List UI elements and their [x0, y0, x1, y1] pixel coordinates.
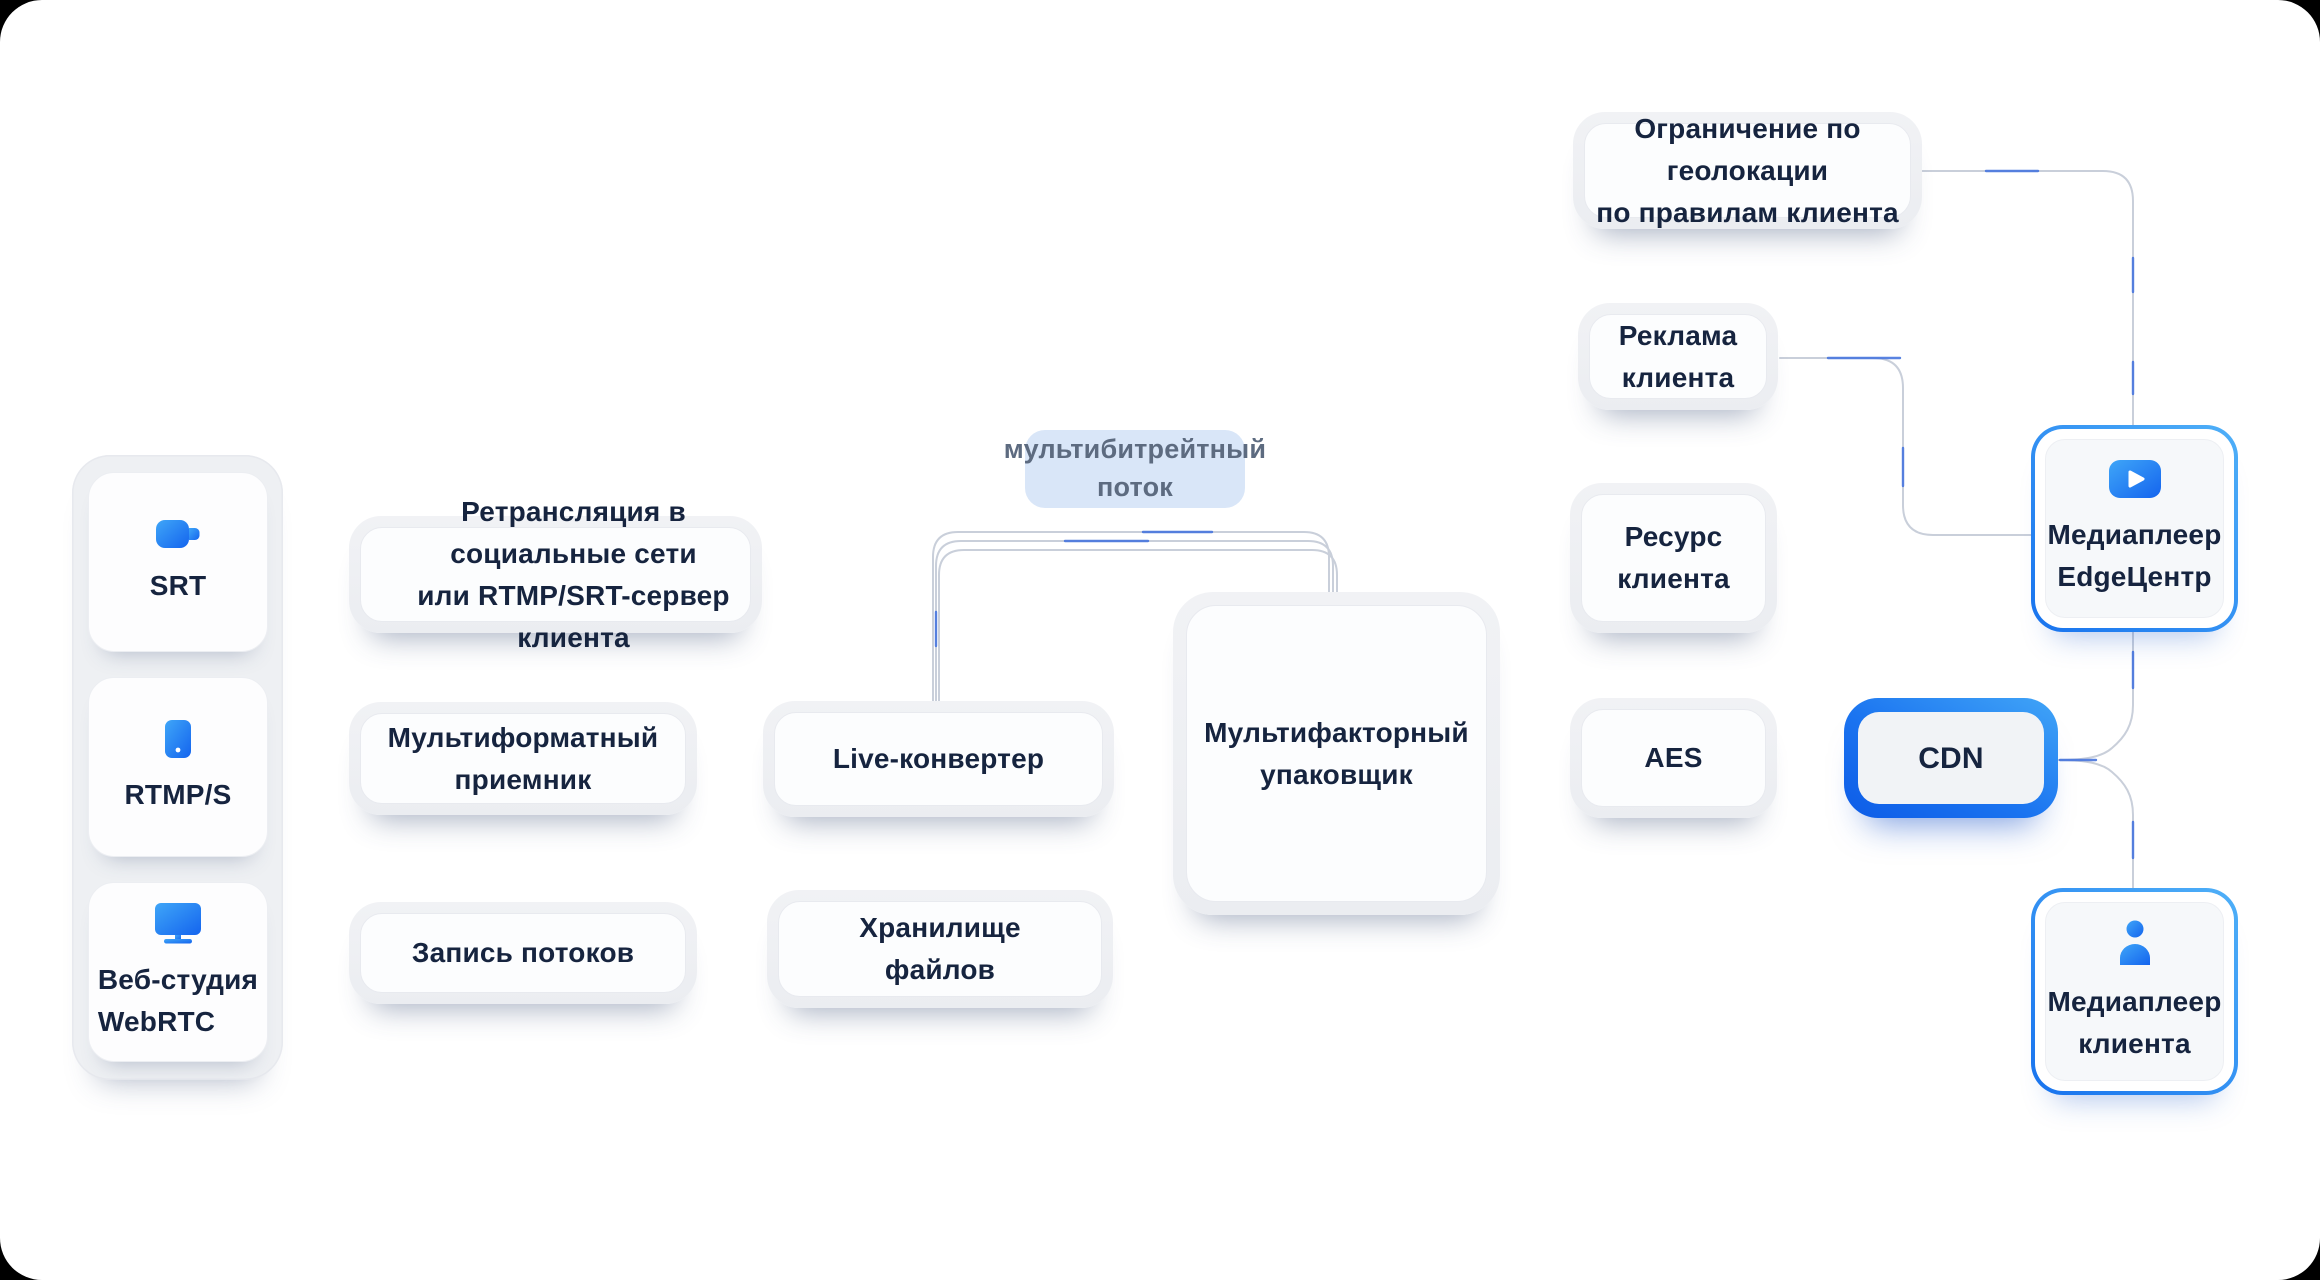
node-cdn-label: CDN: [1918, 741, 1984, 775]
node-geo-label: Ограничение по геолокации по правилам кл…: [1596, 112, 1899, 228]
play-button-icon: [2108, 459, 2161, 498]
node-resource-label: Ресурс клиента: [1617, 521, 1730, 594]
node-webrtc-label: Веб-студия WebRTC: [97, 963, 259, 1037]
node-aes: AES: [1570, 698, 1777, 818]
connector-geo-playeredge: [1921, 170, 2134, 426]
node-record: Запись потоков: [349, 902, 697, 1004]
node-ads-label: Реклама клиента: [1618, 319, 1738, 393]
node-player-client: Медиаплеер клиента: [2031, 888, 2238, 1095]
node-record-label: Запись потоков: [411, 937, 635, 968]
node-packer-label: Мультифакторный упаковщик: [1204, 716, 1469, 790]
node-liveconv-label: Live-конвертер: [832, 743, 1045, 774]
connector-liveconv-packer-curve-3: [938, 549, 1338, 702]
multibitrate-badge: мультибитрейтный поток: [1004, 430, 1266, 508]
node-aes-label: AES: [1644, 742, 1703, 773]
connector-cdn-playeredge: [2057, 631, 2134, 761]
multibitrate-badge-label: мультибитрейтный поток: [1003, 434, 1267, 502]
node-rtmps-label: RTMP/S: [124, 778, 232, 810]
node-rtmps: RTMP/S: [88, 677, 268, 857]
node-receiver: Мультиформатный приемник: [349, 702, 697, 815]
node-srt-label: SRT: [149, 569, 207, 601]
node-storage: Хранилище файлов: [767, 890, 1113, 1008]
source-group: SRT RTMP/S Веб-студия WebRTC: [72, 455, 283, 1080]
node-relay: Ретрансляция в социальные сети или RTMP/…: [349, 496, 762, 653]
node-liveconv: Live-конвертер: [763, 701, 1114, 817]
node-packer: Мультифакторный упаковщик: [1173, 592, 1500, 915]
node-relay-label: Ретрансляция в социальные сети или RTMP/…: [417, 495, 730, 653]
smartphone-icon: [164, 719, 192, 759]
node-storage-label: Хранилище файлов: [859, 912, 1021, 985]
node-resource: Ресурс клиента: [1570, 483, 1777, 633]
node-receiver-label: Мультиформатный приемник: [387, 721, 659, 795]
node-player-edge-label: Медиаплеер EdgeЦентр: [2047, 518, 2222, 592]
node-ads: Реклама клиента: [1578, 303, 1778, 410]
video-camera-icon: [155, 518, 201, 550]
person-icon: [2113, 919, 2157, 965]
node-cdn: CDN: [1844, 698, 2058, 818]
monitor-icon: [154, 902, 202, 944]
node-webrtc: Веб-студия WebRTC: [88, 882, 268, 1062]
node-player-edge: Медиаплеер EdgeЦентр: [2031, 425, 2238, 632]
connector-cdn-playerclient: [2057, 759, 2134, 889]
connector-ads-playeredge: [1779, 357, 2032, 536]
node-player-client-label: Медиаплеер клиента: [2047, 985, 2222, 1059]
node-geo: Ограничение по геолокации по правилам кл…: [1573, 112, 1922, 229]
node-srt: SRT: [88, 472, 268, 652]
